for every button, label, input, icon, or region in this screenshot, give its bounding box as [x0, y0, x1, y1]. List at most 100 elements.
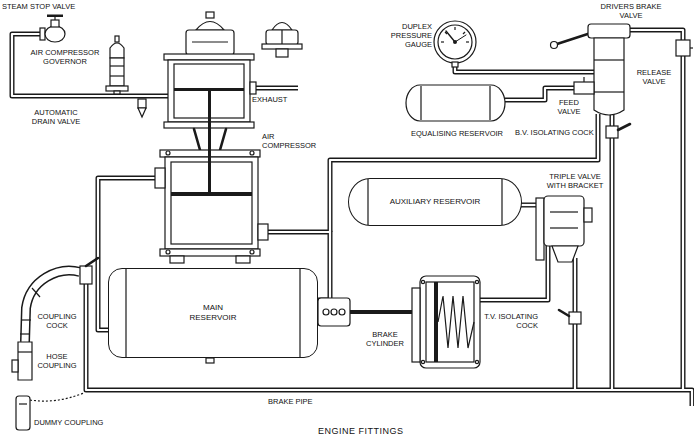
pipe-outline [262, 232, 330, 300]
hose-couplings [12, 258, 98, 430]
figure-caption: ENGINE FITTINGS [318, 426, 404, 437]
compressor-governor [115, 36, 119, 42]
steam-stop-valve [45, 26, 65, 42]
pipe-outline [250, 86, 298, 91]
duplex-gauge [434, 21, 476, 63]
pipe-outline [12, 30, 692, 406]
brake-cylinder [331, 309, 337, 315]
brake-cylinder [412, 288, 420, 362]
brake-cylinder [318, 276, 480, 368]
triple-valve [550, 227, 578, 228]
brake-cylinder [339, 309, 345, 315]
hose-couplings [30, 393, 84, 401]
part-label: BRAKE PIPE [268, 397, 313, 406]
duplex-gauge [434, 21, 476, 67]
flexible-hose [21, 319, 31, 320]
auxiliary-reservoir-tank: AUXILIARY RESERVOIR [348, 178, 522, 226]
pipe-outline [630, 30, 683, 390]
pipe-bore [611, 114, 613, 390]
air-compressor [166, 151, 170, 155]
pipe-bore [630, 30, 683, 390]
node-label: AUXILIARY RESERVOIR [390, 197, 481, 207]
part-label: T.V. ISOLATING COCK [484, 312, 538, 330]
hose-couplings [80, 266, 92, 284]
hose-couplings [16, 396, 30, 430]
compressor-governor [114, 91, 120, 94]
brake-valve [594, 91, 624, 92]
air-compressor [174, 88, 244, 91]
part-label: HOSE COUPLING [34, 352, 80, 370]
part-label: BRAKE CYLINDER [358, 330, 412, 348]
pipe-bore [262, 232, 330, 300]
compressor-governor [110, 58, 124, 86]
part-label: B.V. ISOLATING COCK [515, 128, 594, 137]
triple-valve [536, 198, 544, 260]
drain-valve [138, 99, 146, 108]
brake-cylinder [350, 310, 412, 314]
air-compressor [164, 54, 254, 60]
pipe-bore [455, 64, 594, 72]
pipe-outline [12, 34, 168, 96]
hose-couplings [18, 351, 32, 352]
air-compressor [171, 192, 252, 196]
part-label: DRIVERS BRAKE VALVE [600, 2, 662, 20]
main-reservoir-tank: MAIN RESERVOIR [108, 268, 318, 358]
part-label: DUMMY COUPLING [34, 418, 103, 427]
part-label: COUPLING COCK [34, 312, 80, 330]
reservoir-seams [206, 358, 214, 363]
brake-cylinder [426, 282, 474, 362]
brake-cylinder [420, 276, 480, 368]
duplex-gauge [454, 27, 455, 30]
brake-cylinder [438, 296, 474, 348]
part-label: FEED VALVE [548, 98, 590, 116]
brake-valve [574, 82, 594, 94]
flexible-hose [25, 271, 80, 342]
brake-valve [690, 47, 693, 48]
reservoir-seam [420, 86, 421, 120]
triple-valve [584, 208, 592, 222]
governor-section [266, 30, 298, 45]
reservoir-outline [405, 84, 507, 123]
brake-cylinder [475, 360, 478, 363]
flexible-hose [25, 271, 80, 342]
reservoir-seams [501, 179, 502, 225]
hose-couplings [86, 258, 98, 266]
steam-stop-valve [47, 15, 63, 18]
air-compressor [160, 249, 260, 256]
air-compressor [250, 82, 256, 94]
air-compressor [196, 22, 224, 31]
hose-couplings [18, 342, 32, 380]
part-label: EXHAUST [252, 95, 287, 104]
node-label: EQUALISING RESERVOIR [411, 129, 503, 138]
air-compressor [220, 129, 226, 150]
air-compressor [206, 12, 214, 18]
steam-stop-valve [40, 15, 65, 43]
governor-section [281, 30, 282, 45]
node-label: MAIN RESERVOIR [183, 303, 243, 323]
brake-valve [606, 126, 618, 138]
brake-cylinder [318, 298, 350, 326]
triple-valve [536, 196, 592, 324]
duplex-gauge [463, 32, 465, 34]
brake-valve [594, 38, 624, 115]
steam-stop-valve [40, 28, 45, 40]
triple-valve [569, 312, 581, 324]
air-compressor [236, 256, 250, 263]
duplex-gauge [446, 31, 455, 42]
pipe-bore [12, 34, 168, 96]
governor-section [272, 23, 292, 31]
duplex-gauge [466, 41, 469, 42]
hose-couplings [12, 360, 18, 372]
pipe-outline [455, 64, 594, 72]
reservoir-seams [367, 179, 368, 225]
air-compressor [165, 157, 258, 249]
equalising-reservoir-tank: EQUALISING RESERVOIR [398, 83, 516, 141]
pipe-bore [86, 282, 692, 406]
duplex-gauge [452, 62, 458, 67]
brake-cylinder [323, 309, 329, 315]
compressor-governor [110, 75, 124, 76]
triple-valve [544, 196, 584, 246]
reservoir-outline [406, 85, 505, 121]
pipe-bore [12, 30, 692, 406]
